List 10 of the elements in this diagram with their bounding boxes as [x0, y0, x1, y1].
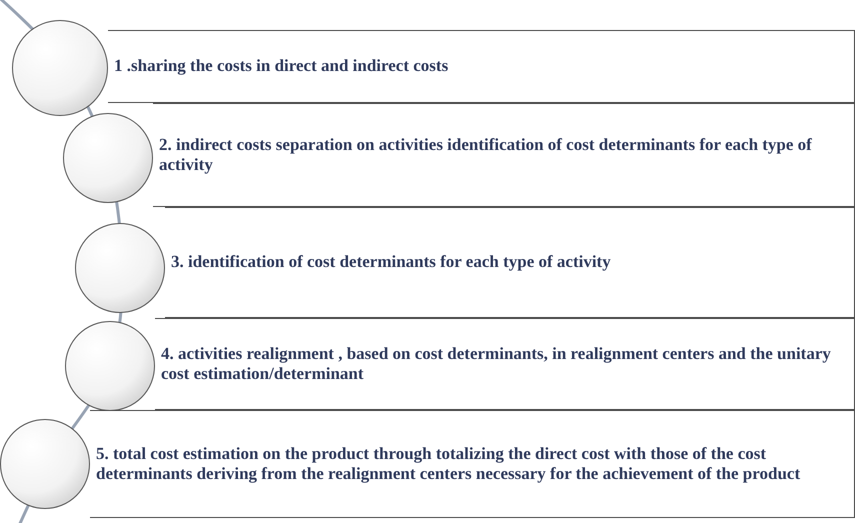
- step-box: [108, 30, 855, 103]
- step-text: 5. total cost estimation on the product through totalizing the direct cost with those of the cost determinants deriving from the realignment centers necessary for the achievement of the product: [96, 444, 802, 484]
- step-text: 3. identification of cost determinants for each type of activity: [171, 252, 611, 273]
- step-box: [153, 103, 855, 207]
- step-text: 2. indirect costs separation on activities identification of cost determinants for each type of activity: [159, 134, 813, 176]
- step-box: [155, 318, 855, 410]
- step-box: [165, 207, 855, 318]
- step-text: 4. activities realignment , based on cost determinants, in realignment centers and the unitary cost estimation/determinant: [161, 344, 832, 384]
- step-text: 1 .sharing the costs in direct and indirect costs: [114, 56, 448, 77]
- step-box: [90, 410, 855, 518]
